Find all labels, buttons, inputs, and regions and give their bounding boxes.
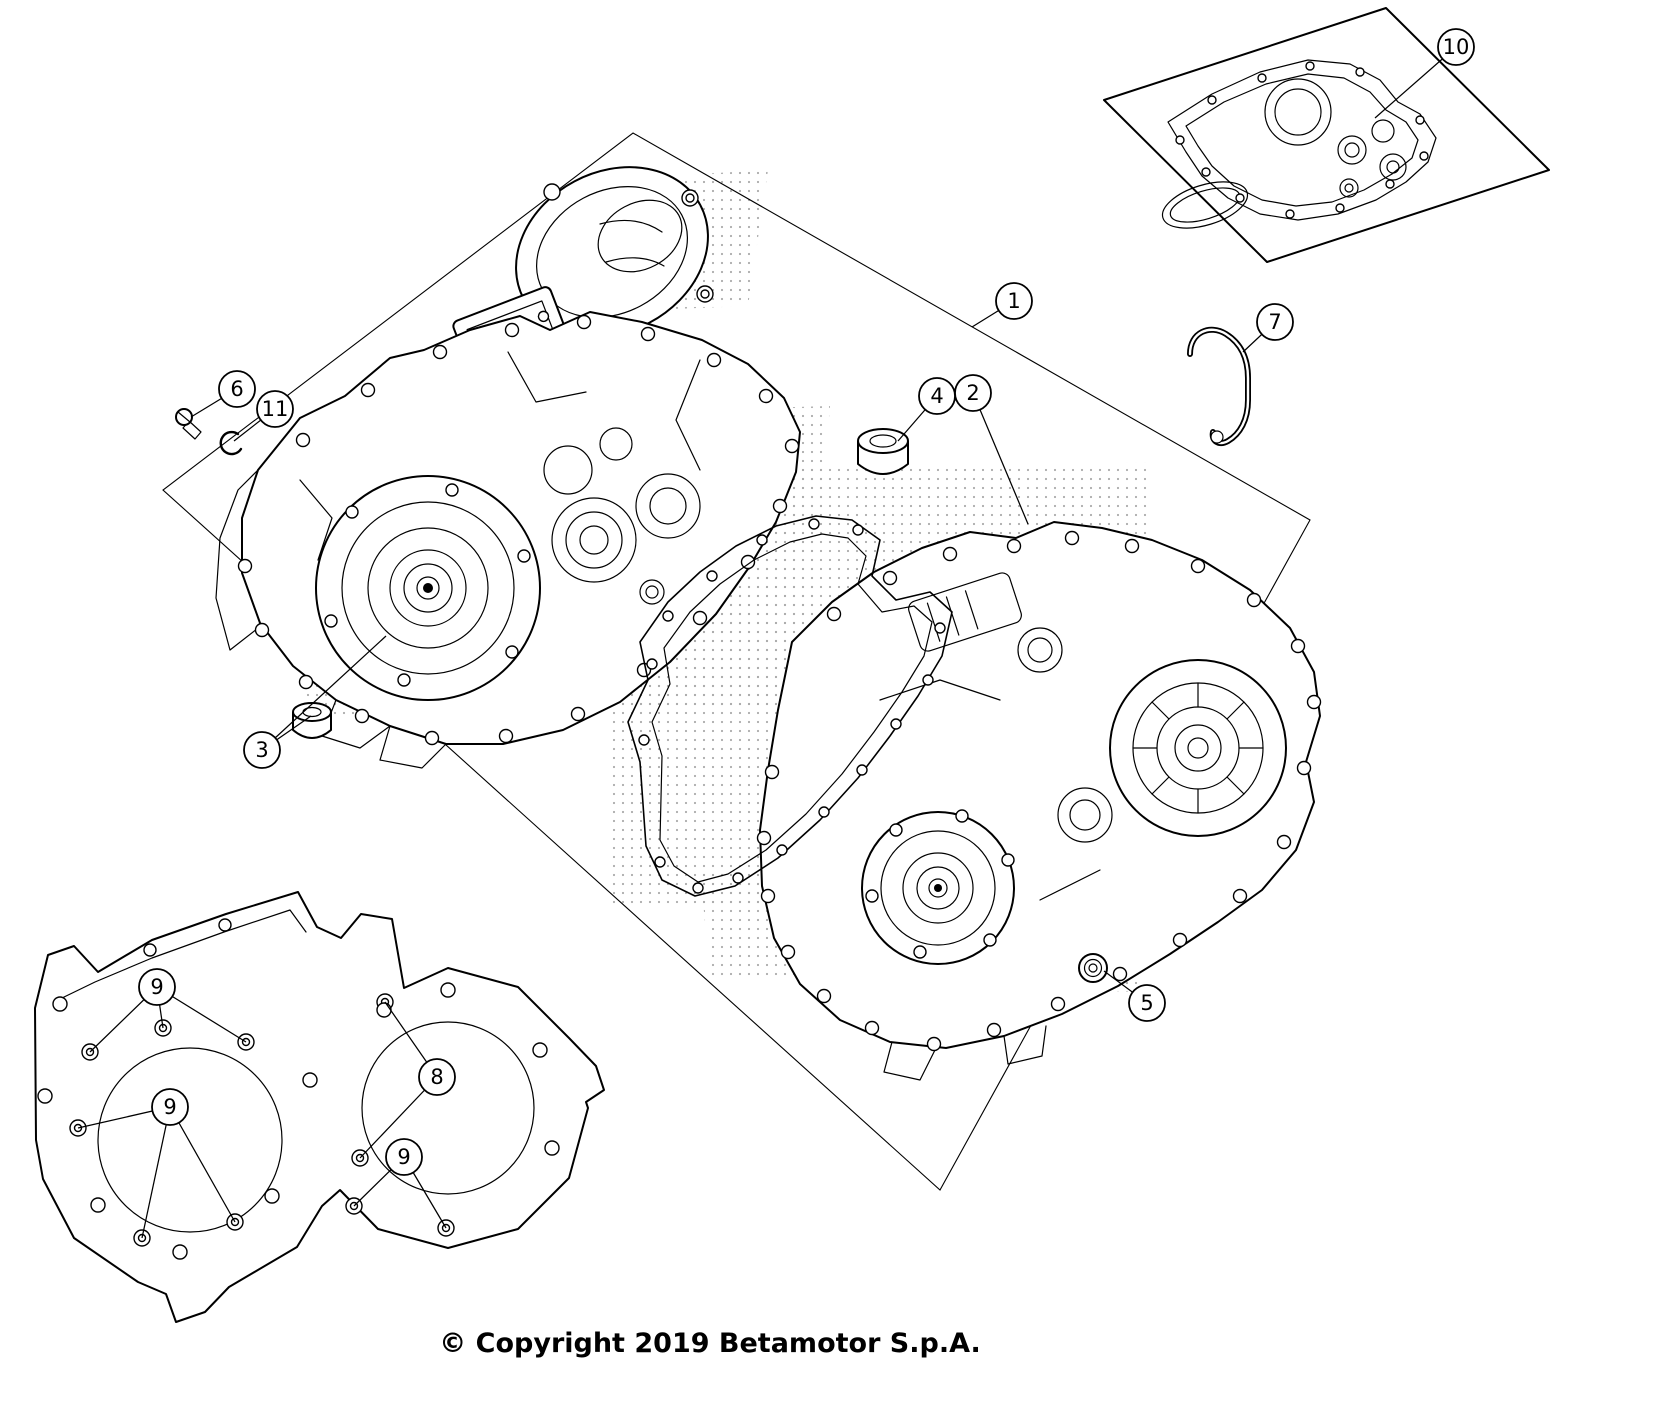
callout-3: 3 [243,635,387,769]
svg-text:10: 10 [1443,35,1470,59]
cover-gaskets-drawing [34,891,605,1323]
svg-text:5: 5 [1140,991,1153,1015]
copyright-text: © Copyright 2019 Betamotor S.p.A. [439,1328,981,1359]
svg-text:8: 8 [430,1065,443,1089]
clip-drawing [219,430,243,456]
right-crankcase-half-drawing [756,521,1322,1081]
gasket-kit-drawing [1103,7,1550,263]
callout-11: 11 [233,390,294,442]
callout-8: 8 [359,1001,456,1159]
svg-text:9: 9 [397,1145,410,1169]
svg-text:11: 11 [262,397,289,421]
callout-10: 10 [1374,28,1475,119]
center-gasket-drawing [627,515,953,897]
callout-layer: 1 2 3 4 5 6 7 8 9 9 9 10 11 [77,28,1475,1239]
svg-text:1: 1 [1007,289,1020,313]
screw-drawing [175,408,202,440]
callout-4: 4 [897,377,956,442]
callout-7: 7 [1242,303,1294,353]
svg-text:7: 7 [1268,310,1281,334]
svg-text:9: 9 [163,1095,176,1119]
svg-text:9: 9 [150,975,163,999]
svg-text:3: 3 [255,738,268,762]
left-crankcase-half-drawing [215,166,801,769]
callout-9: 9 [89,968,247,1053]
svg-text:6: 6 [230,377,243,401]
svg-text:4: 4 [930,384,943,408]
callout-1: 1 [971,282,1033,328]
isometric-boundary [162,132,1311,1191]
svg-text:2: 2 [966,381,979,405]
bushing-large-drawing [857,428,909,475]
callout-5: 5 [1103,970,1166,1022]
wire-guide-drawing [1187,326,1251,446]
callout-6: 6 [190,370,256,418]
bushing-small-drawing [292,702,332,739]
callout-9: 9 [77,1088,236,1239]
plug-drawing [1078,953,1108,983]
callout-9: 9 [353,1138,447,1229]
